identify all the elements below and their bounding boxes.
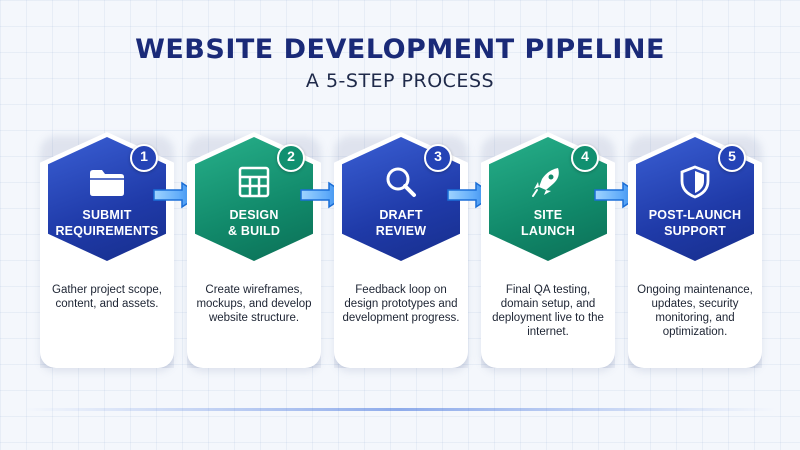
step-description-2: Create wireframes, mockups, and develop … (196, 284, 312, 324)
folder-icon (90, 170, 124, 196)
page-title: WEBSITE DEVELOPMENT PIPELINE (135, 34, 665, 65)
step-number-badge-5: 5 (718, 144, 746, 172)
step-description-3: Feedback loop on design prototypes and d… (342, 284, 460, 324)
shield-icon (680, 165, 710, 199)
step-number-badge-2: 2 (277, 144, 305, 172)
step-number-badge-4: 4 (571, 144, 599, 172)
rocket-icon (532, 168, 559, 197)
baseline-glow (24, 408, 776, 411)
layout-grid-icon (238, 166, 270, 198)
step-description-4: Final QA testing, domain setup, and depl… (492, 284, 604, 338)
magnifier-icon (386, 167, 416, 197)
page-subtitle: A 5-STEP PROCESS (305, 70, 495, 92)
step-number-badge-3: 3 (424, 144, 452, 172)
step-description-1: Gather project scope, content, and asset… (52, 284, 162, 310)
step-label-2: DESIGN& BUILD (227, 208, 281, 238)
step-description-5: Ongoing maintenance, updates, security m… (637, 284, 753, 338)
step-number-badge-1: 1 (130, 144, 158, 172)
